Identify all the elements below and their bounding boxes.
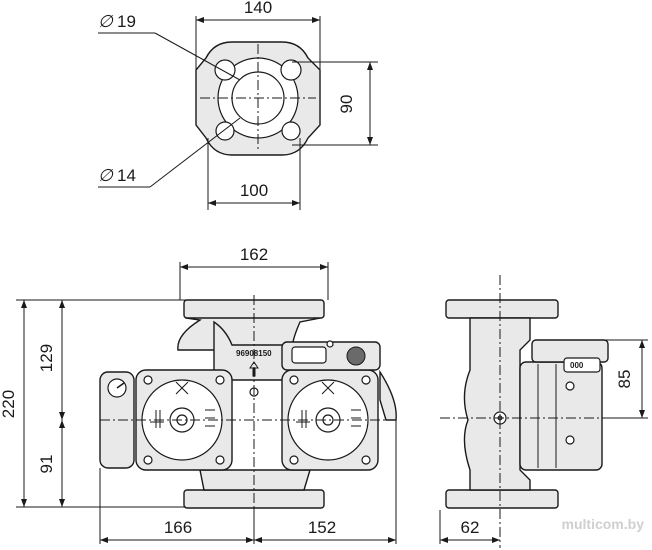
dim-label-129: 129	[37, 344, 56, 372]
side-motor	[519, 361, 603, 471]
dim-label-100: 100	[240, 181, 268, 200]
screw	[215, 455, 225, 465]
dim-label-220: 220	[0, 390, 18, 418]
leader-line	[154, 32, 241, 81]
brand-logo-icon	[175, 381, 189, 395]
side-screw	[565, 435, 575, 445]
dim-label-140: 140	[244, 0, 272, 17]
side-upper-flange	[445, 299, 559, 319]
screw	[289, 375, 299, 385]
left-speed-marks	[205, 409, 215, 427]
arrowheads	[639, 340, 645, 418]
bolt-hole-large	[280, 59, 302, 81]
pump-front-view: 96908150	[0, 245, 397, 544]
dim-label-91: 91	[37, 455, 56, 474]
right-symbol	[296, 410, 310, 428]
indicator-led	[326, 340, 334, 348]
side-display	[563, 357, 601, 373]
right-control-display	[291, 346, 327, 364]
right-control-knob	[346, 346, 366, 366]
dim-label-85: 85	[615, 370, 634, 389]
leader-line	[149, 117, 241, 188]
pump-side-view: 000 85 62	[439, 275, 648, 548]
side-body	[463, 317, 531, 491]
side-lower-flange	[445, 489, 559, 509]
dia-symbol: ∅	[98, 12, 114, 31]
right-side-ear	[379, 369, 397, 421]
dia-label-14: 14	[117, 166, 136, 185]
screw	[289, 455, 299, 465]
screw	[143, 455, 153, 465]
screw	[215, 375, 225, 385]
side-display-text: 000	[570, 361, 584, 370]
dim-label-152: 152	[308, 518, 336, 537]
dim-label-90: 90	[337, 95, 356, 114]
dim-label-62: 62	[461, 518, 480, 537]
watermark: multicom.by	[562, 516, 645, 532]
side-screw	[565, 381, 575, 391]
arrowheads	[100, 537, 396, 543]
screw	[361, 455, 371, 465]
flange-top-view: 140 90 100 ∅ 19 ∅ 14	[98, 0, 378, 210]
left-knob-pointer	[116, 382, 125, 389]
bolt-hole-small	[281, 121, 301, 141]
brand-logo-icon	[321, 381, 335, 395]
dim-label-166: 166	[164, 518, 192, 537]
lower-neck	[199, 469, 311, 491]
dia-label-19: 19	[117, 12, 136, 31]
left-symbol	[150, 410, 164, 428]
dim-label-162: 162	[240, 245, 268, 264]
screw	[361, 375, 371, 385]
bolt-hole-large	[214, 59, 236, 81]
dia-symbol: ∅	[98, 166, 114, 185]
screw	[143, 375, 153, 385]
right-speed-marks	[351, 409, 361, 427]
